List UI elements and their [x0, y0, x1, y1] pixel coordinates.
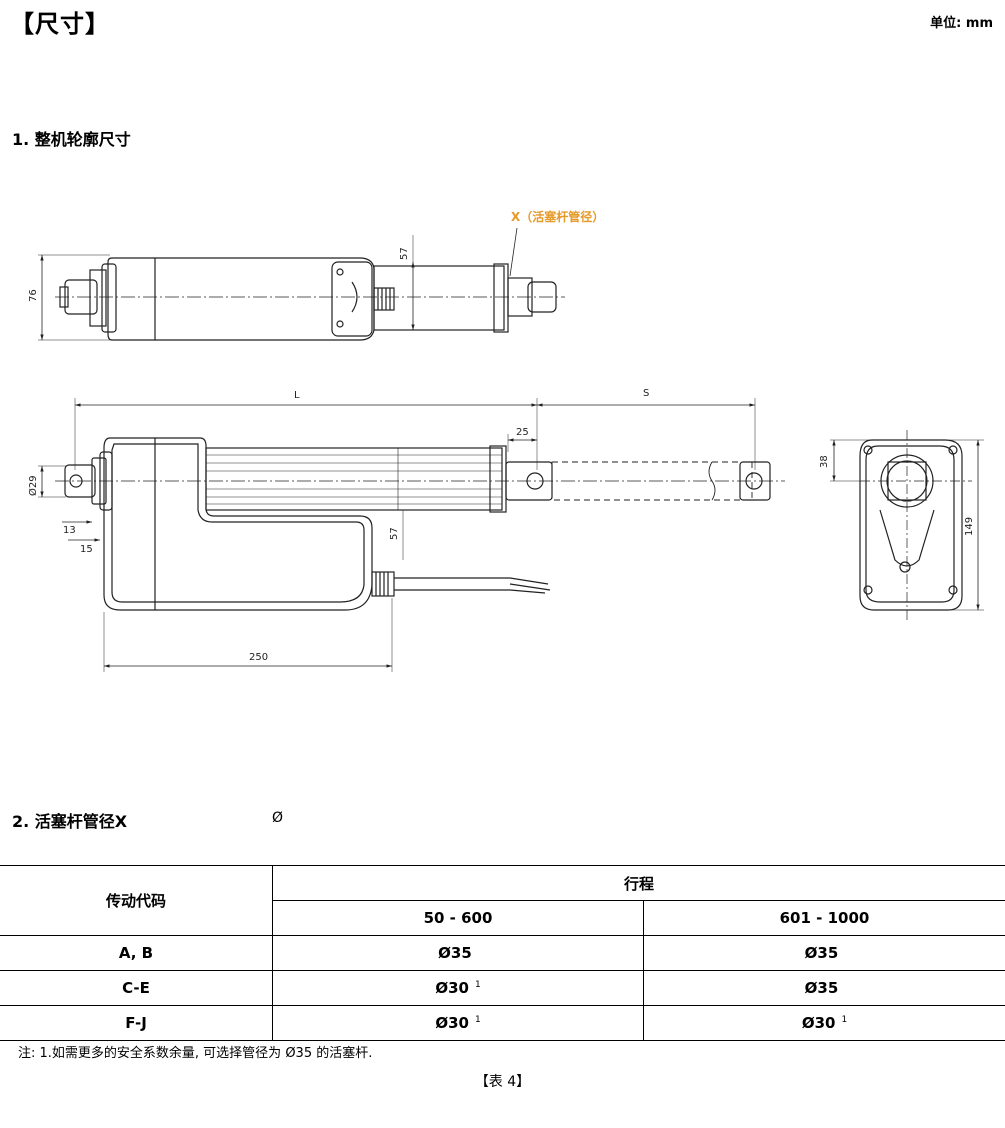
row-value-1: Ø35 — [272, 935, 644, 971]
unit-label: 单位: mm — [930, 16, 993, 31]
dim-76: 76 — [28, 289, 39, 302]
dim-15: 15 — [80, 544, 93, 555]
side-view — [55, 437, 785, 611]
dim-149: 149 — [964, 517, 975, 536]
top-view — [55, 257, 565, 341]
row-value-2: Ø35 — [643, 970, 1005, 1006]
piston-rod-callout: X（活塞杆管径） — [511, 209, 604, 224]
dim-25: 25 — [516, 427, 529, 438]
section-1-title: 1. 整机轮廓尺寸 — [12, 130, 131, 149]
section-2-title: 2. 活塞杆管径X — [12, 812, 128, 831]
header-stroke: 行程 — [272, 865, 1005, 901]
dim-57-top: 57 — [399, 247, 410, 260]
dim-13: 13 — [63, 525, 76, 536]
header-code: 传动代码 — [0, 865, 273, 936]
end-view — [859, 430, 972, 620]
table-footnote: 注: 1.如需更多的安全系数余量, 可选择管径为 Ø35 的活塞杆. — [18, 1046, 373, 1061]
dim-L: L — [294, 390, 300, 401]
row-code: A, B — [0, 935, 273, 971]
header-stroke-range-1: 50 - 600 — [272, 900, 644, 936]
table-caption: 【表 4】 — [474, 1074, 531, 1090]
table-header-row: 传动代码 行程 — [0, 865, 1005, 936]
dim-57-side: 57 — [389, 527, 400, 540]
page-title: 【尺寸】 — [10, 10, 110, 38]
dim-S: S — [643, 388, 649, 399]
row-code: C-E — [0, 970, 273, 1006]
header-stroke-range-2: 601 - 1000 — [643, 900, 1005, 936]
dimension-drawing: X（活塞杆管径） 76 57 — [27, 209, 984, 672]
dim-d29: Ø29 — [27, 475, 39, 496]
row-code: F-J — [0, 1005, 273, 1041]
row-value-2: Ø35 — [643, 935, 1005, 971]
table-row: A, B Ø35 Ø35 — [0, 935, 1005, 971]
dim-38: 38 — [819, 455, 830, 468]
diameter-symbol: Ø — [272, 810, 284, 826]
dim-250: 250 — [249, 652, 268, 663]
rod-diameter-table: 传动代码 行程 50 - 600 601 - 1000 A, B Ø35 Ø35… — [0, 865, 1005, 1041]
